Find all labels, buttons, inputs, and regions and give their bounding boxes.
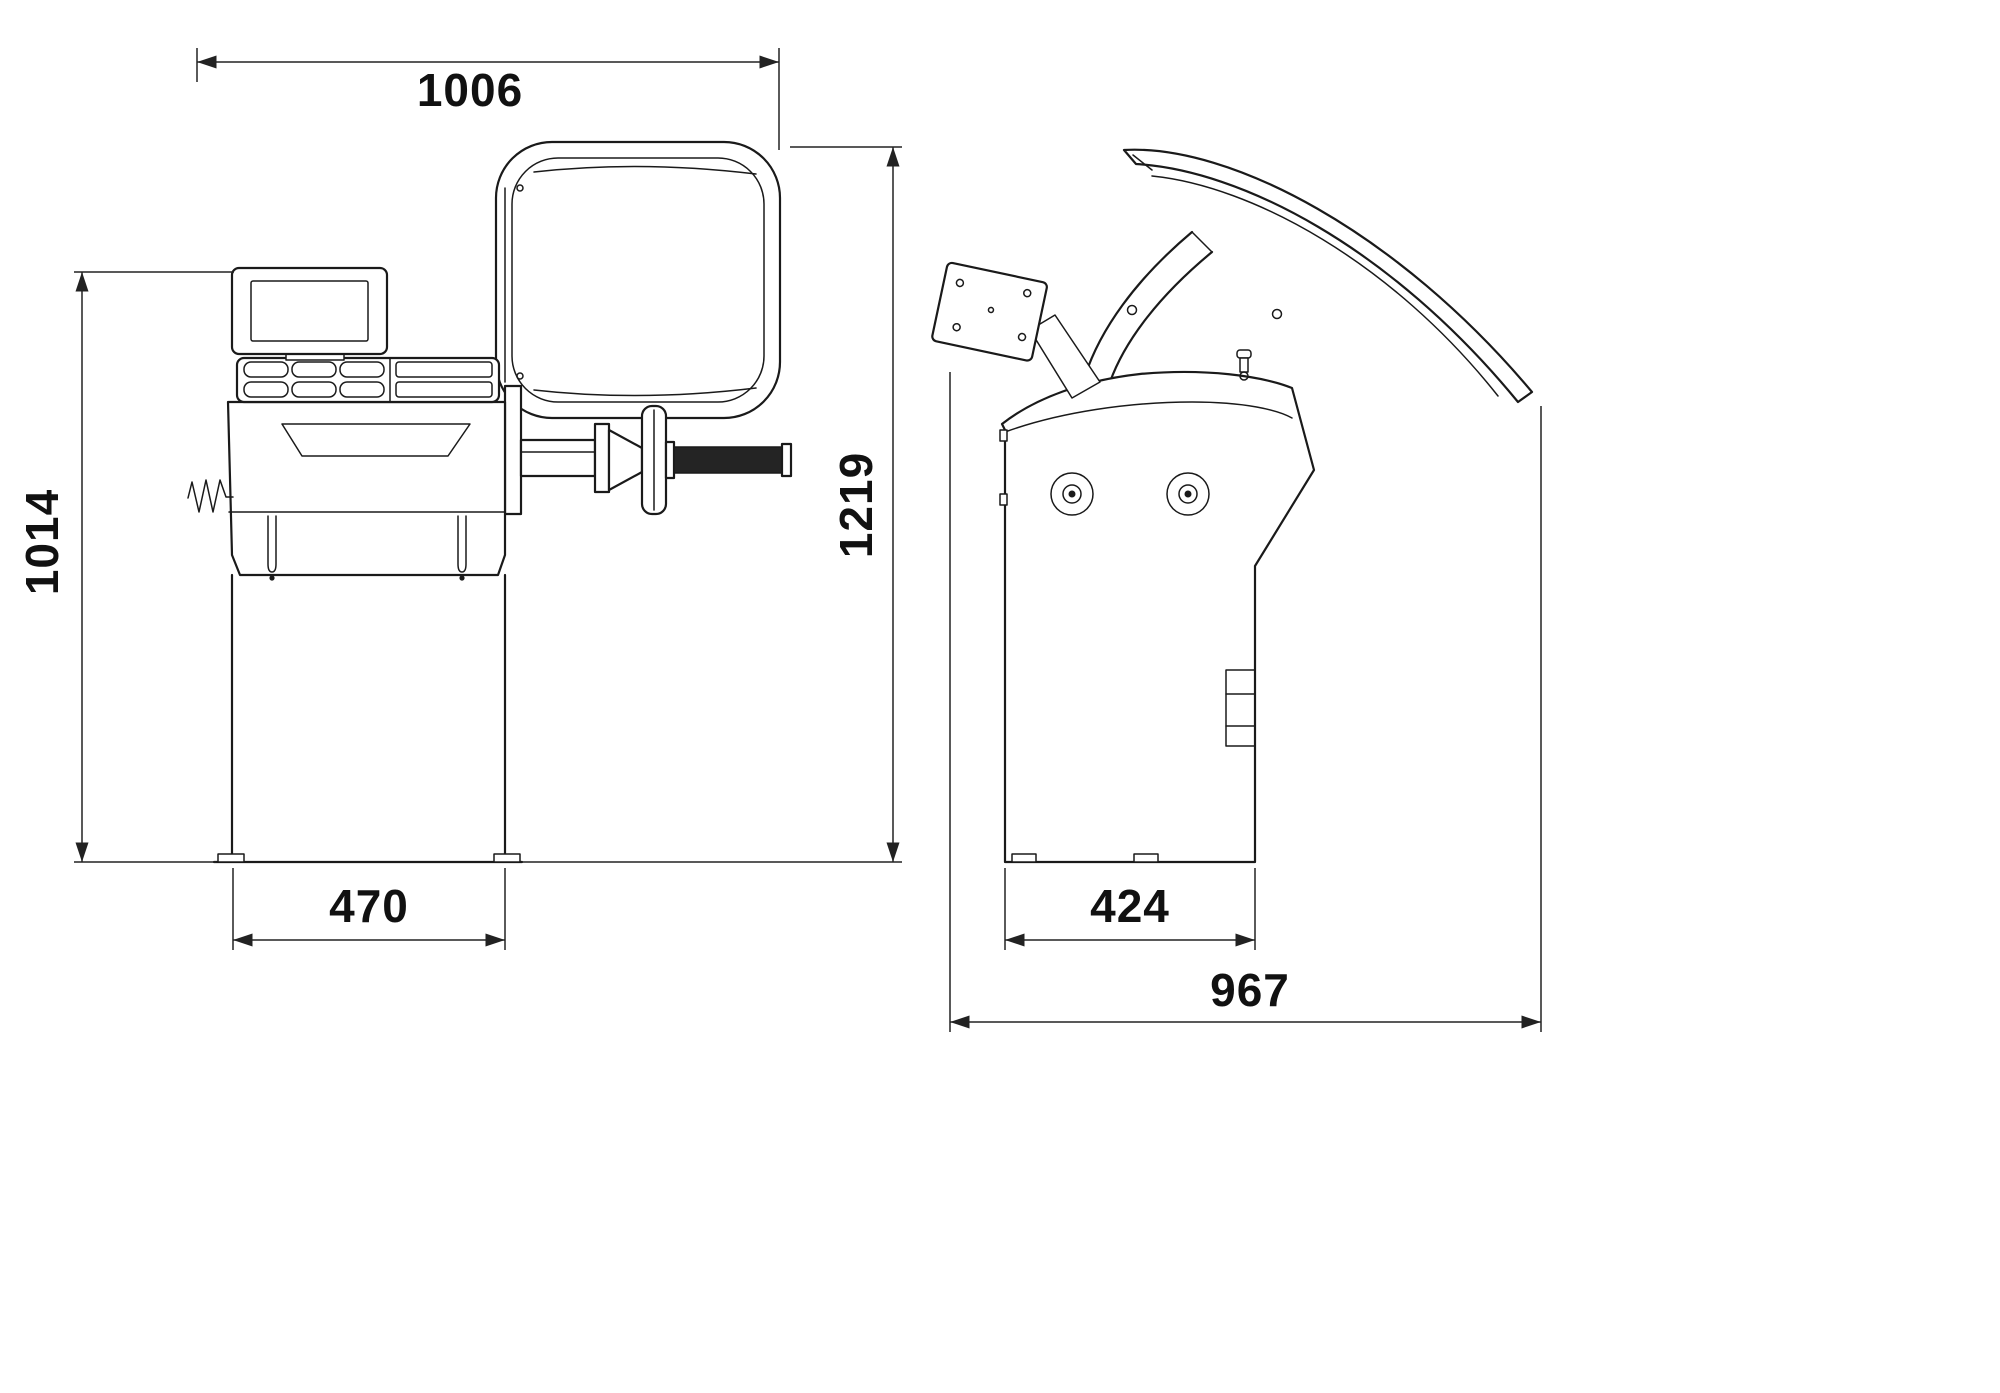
- tray-bin-top: [395, 361, 493, 378]
- shaft-flange: [593, 422, 611, 494]
- body-outline-side: [1000, 370, 1316, 864]
- panel-screw-5: [987, 306, 995, 314]
- side-foot-left: [1011, 853, 1037, 863]
- hood-open: [1122, 148, 1534, 404]
- knob-left-inner: [1062, 484, 1082, 504]
- shaft-end-cap: [780, 442, 793, 478]
- base-foot-left: [217, 853, 245, 863]
- dimension-label-overall-height: 1219: [830, 452, 882, 558]
- shaft-assembly: [503, 384, 793, 516]
- panel-screw-4: [1017, 332, 1027, 342]
- hood-arm: [1083, 230, 1214, 384]
- body-left-tab-lower: [999, 493, 1008, 506]
- knob-left-outer: [1050, 472, 1094, 516]
- display-panel-side: [931, 261, 1101, 399]
- dimension-label-front-height: 1014: [16, 489, 68, 595]
- monitor-screen: [250, 280, 369, 342]
- head-knob-base: [1239, 371, 1249, 381]
- hood-arm-pivot: [1126, 304, 1138, 316]
- tray-slot-4: [243, 381, 289, 398]
- tray-bin-bottom: [395, 381, 493, 398]
- machine-body-front: [226, 400, 507, 581]
- dimensions: 1006 1014 1219 470 424: [16, 48, 1542, 1032]
- head-knob: [1236, 349, 1252, 381]
- wheel-guard-inner: [511, 157, 765, 403]
- base-column-front: [212, 573, 524, 864]
- body-top-contour: [1004, 401, 1293, 433]
- tray-slot-5: [291, 381, 337, 398]
- dimension-label-overall-depth: 967: [1210, 964, 1290, 1016]
- knob-right-outer: [1166, 472, 1210, 516]
- body-slot-left: [267, 515, 277, 573]
- panel-face-group: [931, 261, 1048, 362]
- shaft-cylinder: [519, 438, 597, 478]
- side-view: [931, 148, 1534, 864]
- wheel-guard-crease-bottom: [533, 387, 757, 397]
- dimension-front-height: 1014: [16, 271, 234, 863]
- dimension-label-front-overall-width: 1006: [417, 64, 523, 116]
- knob-right-inner: [1178, 484, 1198, 504]
- hood-arm-inner: [1108, 250, 1214, 384]
- side-knob-right: [1166, 472, 1210, 516]
- dimension-side-base-depth: 424: [1004, 868, 1256, 950]
- head-knob-stem: [1239, 357, 1249, 373]
- body-left-tab-upper: [999, 429, 1008, 442]
- wheel-guard-outer: [494, 140, 782, 420]
- wheel-guard-latch-bottom: [516, 372, 524, 380]
- body-slot-right: [457, 515, 467, 573]
- monitor-bezel: [230, 266, 389, 356]
- body-recess: [281, 423, 471, 457]
- wheel-guard-crease-top: [533, 165, 757, 175]
- tray-slot-6: [339, 381, 385, 398]
- base-foot-right: [493, 853, 521, 863]
- wheel-guard-front: [494, 140, 782, 420]
- side-knob-left: [1050, 472, 1094, 516]
- knob-right-center: [1184, 490, 1192, 498]
- dimension-overall-depth: 967: [949, 372, 1542, 1032]
- dimension-front-base-width: 470: [232, 868, 506, 950]
- shaft-cone: [607, 428, 644, 492]
- body-foot-dot-right: [459, 575, 465, 581]
- machine-body-side: [999, 349, 1316, 864]
- tray-slot-3: [339, 361, 385, 378]
- threaded-shaft: [673, 446, 783, 474]
- dimension-overall-height: 1219: [522, 146, 902, 863]
- panel-screw-3: [952, 322, 961, 332]
- dimension-front-overall-width: 1006: [196, 48, 780, 150]
- hood-blade: [1122, 148, 1534, 404]
- shaft-mount-plate: [503, 384, 523, 516]
- panel-bracket: [1029, 314, 1101, 399]
- tray-slot-1: [243, 361, 289, 378]
- body-foot-dot-left: [269, 575, 275, 581]
- spring-hose: [187, 479, 234, 513]
- weight-tray: [235, 356, 501, 404]
- body-outline-front: [226, 400, 507, 577]
- panel-screw-2: [1023, 288, 1032, 298]
- dimension-label-side-base-depth: 424: [1090, 880, 1170, 932]
- side-foot-middle: [1133, 853, 1159, 863]
- knob-left-center: [1068, 490, 1076, 498]
- connector-outline: [1225, 669, 1256, 747]
- panel-screw-1: [955, 278, 965, 288]
- front-view: [187, 140, 793, 864]
- shaft-hub: [664, 440, 676, 480]
- display-monitor: [230, 266, 389, 361]
- head-knob-cap: [1236, 349, 1252, 359]
- hood-inner-line: [1151, 175, 1499, 397]
- tray-slot-2: [291, 361, 337, 378]
- hood-arm-cap: [1191, 231, 1213, 253]
- hood-hole: [1271, 308, 1283, 320]
- dimension-label-front-base-width: 470: [329, 880, 409, 932]
- connector-panel: [1225, 669, 1256, 747]
- hood-tip-bend: [1132, 154, 1153, 171]
- wheel-guard-latch-top: [516, 184, 524, 192]
- tray-outline: [235, 356, 501, 404]
- hood-arm-outer: [1083, 230, 1194, 378]
